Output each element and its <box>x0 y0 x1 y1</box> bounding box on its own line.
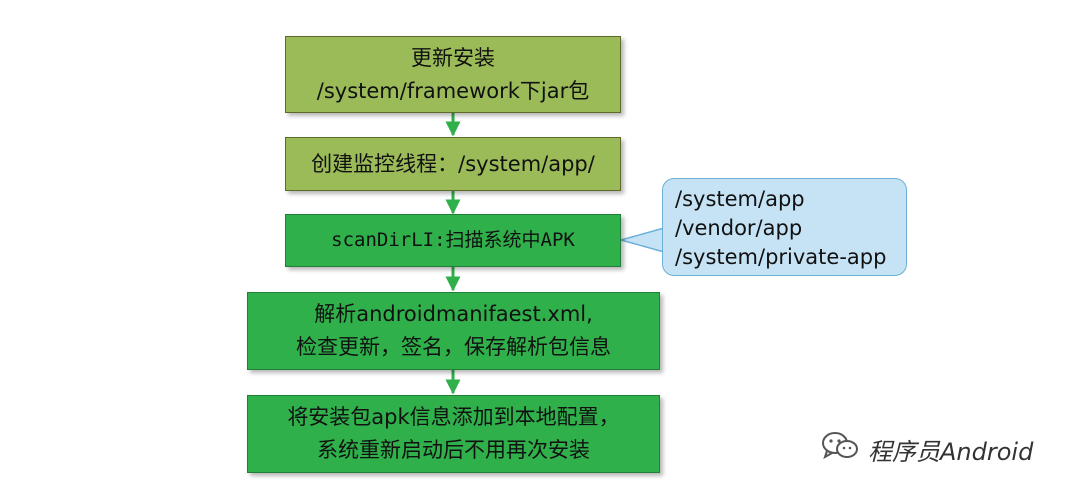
callout-tail <box>618 227 665 253</box>
step-4-box: 解析androidmanifaest.xml, 检查更新，签名，保存解析包信息 <box>247 292 660 370</box>
watermark: 程序员Android <box>820 432 1033 466</box>
callout-line-3: /system/private-app <box>675 245 887 269</box>
step-1-line-1: 更新安装 <box>411 45 495 70</box>
step-5-line-1: 将安装包apk信息添加到本地配置， <box>287 405 620 429</box>
apk-directories-callout: /system/app /vendor/app /system/private-… <box>662 178 907 276</box>
step-3-line-1: scanDirLI:扫描系统中APK <box>331 229 575 251</box>
watermark-text: 程序员Android <box>868 437 1034 466</box>
step-4-line-1: 解析androidmanifaest.xml, <box>314 302 593 326</box>
step-1-line-2: /system/framework下jar包 <box>316 78 590 103</box>
step-5-line-2: 系统重新启动后不用再次安装 <box>317 438 590 462</box>
step-1-box: 更新安装 /system/framework下jar包 <box>285 36 621 113</box>
wechat-icon <box>820 429 860 469</box>
step-3-box: scanDirLI:扫描系统中APK <box>285 214 621 267</box>
step-2-line-1: 创建监控线程：/system/app/ <box>311 151 595 176</box>
callout-line-1: /system/app <box>675 187 805 211</box>
callout-line-2: /vendor/app <box>675 216 803 240</box>
step-5-box: 将安装包apk信息添加到本地配置， 系统重新启动后不用再次安装 <box>247 395 660 473</box>
step-2-box: 创建监控线程：/system/app/ <box>285 137 621 191</box>
step-4-line-2: 检查更新，签名，保存解析包信息 <box>296 335 611 359</box>
